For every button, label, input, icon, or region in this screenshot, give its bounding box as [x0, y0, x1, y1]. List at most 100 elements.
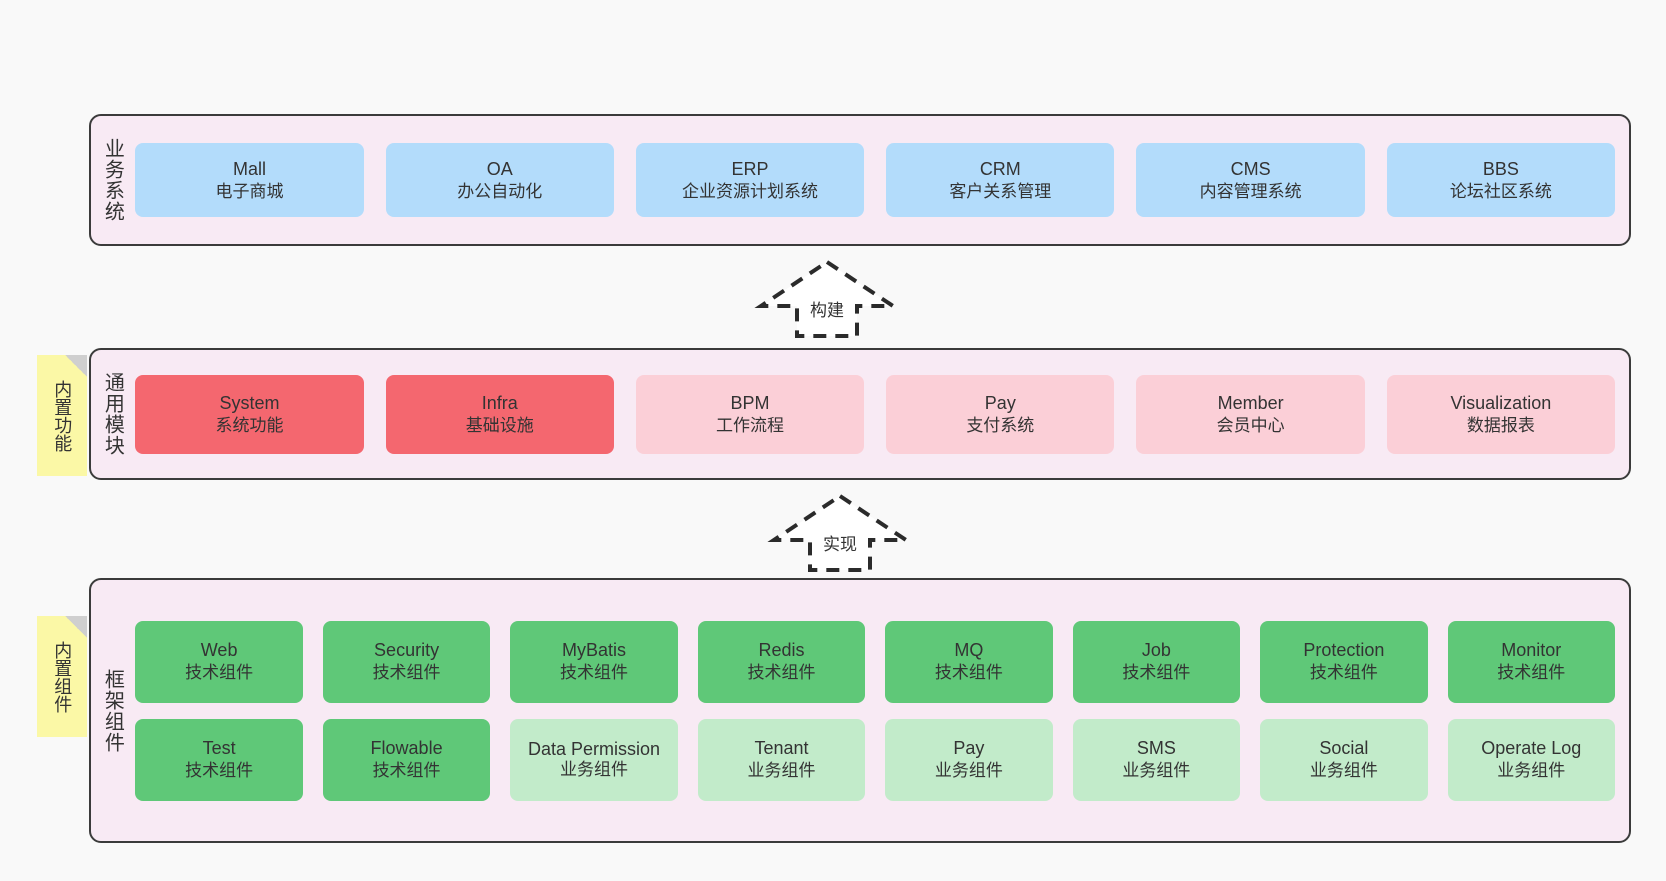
card-mall[interactable]: Mall 电子商城 — [135, 143, 364, 217]
card-security-desc: 技术组件 — [372, 663, 441, 683]
card-flowable-name: Flowable — [370, 738, 443, 759]
layer-business-body: Mall 电子商城 OA 办公自动化 ERP 企业资源计划系统 CRM 客户关系… — [131, 116, 1629, 244]
card-protection[interactable]: Protection 技术组件 — [1260, 620, 1428, 703]
card-cms-name: CMS — [1230, 158, 1271, 179]
sticky-note-builtin-components-label: 内置组件 — [52, 640, 73, 713]
card-pay-component[interactable]: Pay 业务组件 — [885, 718, 1053, 801]
layer-common-body: System 系统功能 Infra 基础设施 BPM 工作流程 Pay 支付系统… — [131, 350, 1629, 478]
card-member-desc: 会员中心 — [1216, 415, 1285, 435]
card-web-desc: 技术组件 — [185, 663, 254, 683]
card-test[interactable]: Test 技术组件 — [135, 718, 303, 801]
connector-build-arrow-icon — [754, 259, 900, 338]
card-flowable-desc: 技术组件 — [372, 761, 441, 781]
sticky-note-builtin-features: 内置功能 — [37, 355, 87, 476]
card-operate-log-desc: 业务组件 — [1497, 761, 1566, 781]
layer-common-modules: 通用模块 System 系统功能 Infra 基础设施 BPM 工作流程 Pay… — [89, 348, 1631, 480]
card-bbs-name: BBS — [1482, 158, 1519, 179]
card-test-name: Test — [202, 738, 236, 759]
card-pay-module-desc: 支付系统 — [966, 415, 1035, 435]
card-mq[interactable]: MQ 技术组件 — [885, 620, 1053, 703]
card-pay-component-desc: 业务组件 — [934, 761, 1003, 781]
card-bbs[interactable]: BBS 论坛社区系统 — [1386, 143, 1615, 217]
card-sms-desc: 业务组件 — [1122, 761, 1191, 781]
card-oa-desc: 办公自动化 — [457, 181, 543, 201]
card-tenant[interactable]: Tenant 业务组件 — [697, 718, 866, 801]
layer-framework-body: Web 技术组件 Security 技术组件 MyBatis 技术组件 Redi… — [131, 580, 1629, 841]
card-social-name: Social — [1319, 738, 1369, 759]
card-mq-name: MQ — [954, 640, 984, 661]
framework-tech-row: Web 技术组件 Security 技术组件 MyBatis 技术组件 Redi… — [135, 620, 1616, 703]
layer-business-caption: 业务系统 — [101, 138, 124, 222]
card-security[interactable]: Security 技术组件 — [322, 620, 491, 703]
card-social[interactable]: Social 业务组件 — [1260, 718, 1428, 801]
card-monitor[interactable]: Monitor 技术组件 — [1447, 620, 1616, 703]
card-redis[interactable]: Redis 技术组件 — [697, 620, 866, 703]
card-crm-name: CRM — [979, 158, 1021, 179]
card-visualization-name: Visualization — [1450, 392, 1552, 413]
card-operate-log[interactable]: Operate Log 业务组件 — [1447, 718, 1616, 801]
card-mq-desc: 技术组件 — [934, 663, 1003, 683]
card-system-desc: 系统功能 — [215, 415, 284, 435]
card-cms[interactable]: CMS 内容管理系统 — [1136, 143, 1365, 217]
common-card-row: System 系统功能 Infra 基础设施 BPM 工作流程 Pay 支付系统… — [135, 374, 1615, 454]
card-protection-name: Protection — [1303, 640, 1385, 661]
framework-business-row: Test 技术组件 Flowable 技术组件 Data Permission … — [135, 718, 1616, 801]
card-visualization[interactable]: Visualization 数据报表 — [1386, 374, 1615, 454]
card-erp-desc: 企业资源计划系统 — [682, 181, 819, 201]
card-member-name: Member — [1217, 392, 1284, 413]
card-bbs-desc: 论坛社区系统 — [1449, 181, 1552, 201]
card-test-desc: 技术组件 — [185, 761, 254, 781]
connector-implement-label: 实现 — [823, 535, 857, 554]
card-pay-component-name: Pay — [953, 738, 985, 759]
card-mall-desc: 电子商城 — [215, 181, 284, 201]
card-infra-name: Infra — [481, 392, 518, 413]
layer-common-caption: 通用模块 — [101, 372, 124, 456]
connector-build-label: 构建 — [810, 301, 844, 320]
card-job-desc: 技术组件 — [1122, 663, 1191, 683]
card-data-permission-name: Data Permission — [528, 738, 661, 759]
card-member[interactable]: Member 会员中心 — [1136, 374, 1365, 454]
connector-build: 构建 — [754, 258, 900, 340]
card-system[interactable]: System 系统功能 — [135, 374, 364, 454]
sticky-note-builtin-components: 内置组件 — [37, 616, 87, 737]
card-job[interactable]: Job 技术组件 — [1072, 620, 1241, 703]
card-erp[interactable]: ERP 企业资源计划系统 — [635, 143, 865, 217]
card-crm[interactable]: CRM 客户关系管理 — [886, 143, 1115, 217]
card-bpm-name: BPM — [730, 392, 770, 413]
card-tenant-desc: 业务组件 — [747, 761, 816, 781]
card-web[interactable]: Web 技术组件 — [135, 620, 303, 703]
card-mybatis-name: MyBatis — [562, 640, 627, 661]
connector-implement: 实现 — [767, 492, 913, 574]
card-monitor-desc: 技术组件 — [1497, 663, 1566, 683]
card-protection-desc: 技术组件 — [1309, 663, 1378, 683]
card-mybatis[interactable]: MyBatis 技术组件 — [510, 620, 678, 703]
card-pay-module[interactable]: Pay 支付系统 — [886, 374, 1115, 454]
card-operate-log-name: Operate Log — [1481, 738, 1582, 759]
card-redis-name: Redis — [758, 640, 805, 661]
card-redis-desc: 技术组件 — [747, 663, 816, 683]
card-sms-name: SMS — [1136, 738, 1176, 759]
card-crm-desc: 客户关系管理 — [949, 181, 1052, 201]
business-card-row: Mall 电子商城 OA 办公自动化 ERP 企业资源计划系统 CRM 客户关系… — [135, 143, 1615, 217]
layer-framework-caption: 框架组件 — [101, 668, 124, 753]
card-flowable[interactable]: Flowable 技术组件 — [322, 718, 491, 801]
card-web-name: Web — [200, 640, 238, 661]
layer-business-systems: 业务系统 Mall 电子商城 OA 办公自动化 ERP 企业资源计划系统 CRM… — [89, 114, 1631, 246]
card-pay-module-name: Pay — [984, 392, 1016, 413]
card-infra[interactable]: Infra 基础设施 — [385, 374, 614, 454]
card-sms[interactable]: SMS 业务组件 — [1072, 718, 1241, 801]
card-cms-desc: 内容管理系统 — [1199, 181, 1302, 201]
card-social-desc: 业务组件 — [1309, 761, 1378, 781]
card-oa[interactable]: OA 办公自动化 — [385, 143, 614, 217]
card-oa-name: OA — [486, 158, 513, 179]
card-system-name: System — [219, 392, 280, 413]
card-mybatis-desc: 技术组件 — [560, 663, 629, 683]
card-bpm[interactable]: BPM 工作流程 — [635, 374, 865, 454]
card-security-name: Security — [374, 640, 440, 661]
card-monitor-name: Monitor — [1501, 640, 1562, 661]
card-data-permission[interactable]: Data Permission 业务组件 — [510, 718, 678, 801]
card-bpm-desc: 工作流程 — [716, 415, 785, 435]
connector-implement-arrow-icon — [767, 493, 913, 572]
layer-framework-components: 框架组件 Web 技术组件 Security 技术组件 MyBatis 技术组件… — [89, 578, 1631, 843]
card-erp-name: ERP — [731, 158, 769, 179]
